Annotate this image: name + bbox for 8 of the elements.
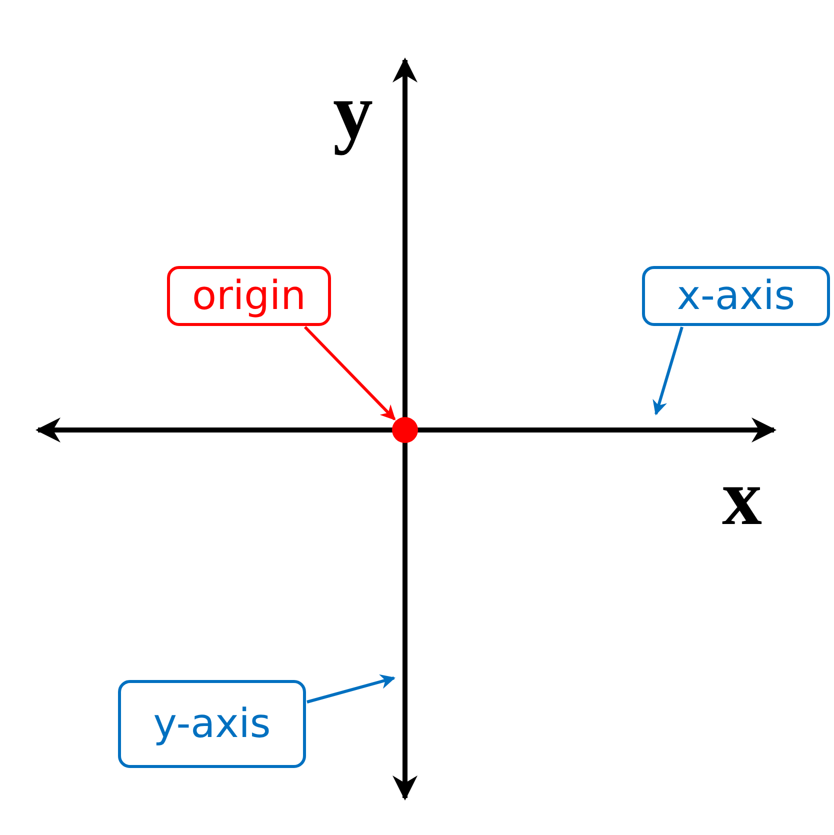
axis-label: x <box>722 458 762 538</box>
callout-box: origin <box>167 266 331 326</box>
origin-point <box>392 417 418 443</box>
leader-line <box>306 674 396 704</box>
leader-line <box>304 326 396 420</box>
leader-line <box>652 326 684 416</box>
callout-box: x-axis <box>642 266 830 326</box>
callout-box: y-axis <box>118 680 306 768</box>
